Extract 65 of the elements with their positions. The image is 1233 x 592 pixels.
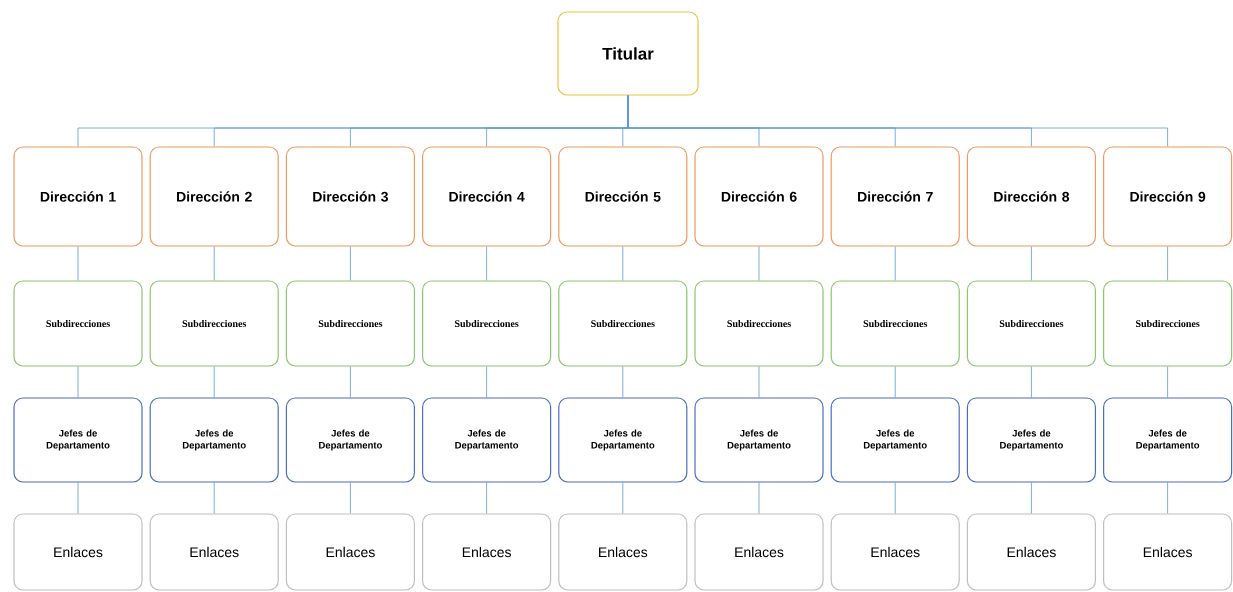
- connector-line: [622, 246, 624, 281]
- direction-box: Dirección 1: [13, 146, 143, 247]
- connector-line: [758, 482, 760, 514]
- connector-line: [894, 246, 896, 281]
- connector-line: [622, 366, 624, 398]
- department-box: Jefes de Departamento: [285, 397, 415, 483]
- connector-line: [213, 366, 215, 398]
- department-box: Jefes de Departamento: [966, 397, 1096, 483]
- department-box: Jefes de Departamento: [558, 397, 688, 483]
- department-box: Jefes de Departamento: [149, 397, 279, 483]
- direction-box: Dirección 2: [149, 146, 279, 247]
- link-box: Enlaces: [1103, 513, 1233, 591]
- department-box: Jefes de Departamento: [422, 397, 552, 483]
- connector-line: [77, 482, 79, 514]
- connector-line: [1167, 246, 1168, 281]
- connector-line: [77, 246, 79, 281]
- connector-line: [350, 366, 351, 398]
- link-box: Enlaces: [285, 513, 415, 591]
- connector-line: [350, 482, 351, 514]
- connector-line: [758, 366, 760, 398]
- connector-line: [1031, 482, 1032, 514]
- subdirection-box: Subdirecciones: [966, 280, 1096, 367]
- direction-box: Dirección 4: [422, 146, 552, 247]
- connector-line: [758, 246, 760, 281]
- connector-line: [486, 366, 487, 398]
- department-box: Jefes de Departamento: [13, 397, 143, 483]
- subdirection-box: Subdirecciones: [1103, 280, 1233, 367]
- connector-line: [1167, 482, 1168, 514]
- direction-box: Dirección 5: [558, 146, 688, 247]
- connector-line: [486, 246, 487, 281]
- connector-line: [1031, 246, 1032, 281]
- link-box: Enlaces: [422, 513, 552, 591]
- department-box: Jefes de Departamento: [830, 397, 960, 483]
- direction-box: Dirección 7: [830, 146, 960, 247]
- link-box: Enlaces: [966, 513, 1096, 591]
- subdirection-box: Subdirecciones: [13, 280, 143, 367]
- subdirection-box: Subdirecciones: [285, 280, 415, 367]
- connector-line: [486, 482, 487, 514]
- link-box: Enlaces: [558, 513, 688, 591]
- direction-box: Dirección 3: [285, 146, 415, 247]
- direction-box: Dirección 6: [694, 146, 824, 247]
- connector-line: [350, 246, 351, 281]
- direction-box: Dirección 8: [966, 146, 1096, 247]
- department-box: Jefes de Departamento: [694, 397, 824, 483]
- connector-line: [77, 366, 79, 398]
- subdirection-box: Subdirecciones: [694, 280, 824, 367]
- subdirection-box: Subdirecciones: [422, 280, 552, 367]
- link-box: Enlaces: [830, 513, 960, 591]
- link-box: Enlaces: [694, 513, 824, 591]
- link-box: Enlaces: [13, 513, 143, 591]
- connector-line: [894, 482, 896, 514]
- connector-line: [1031, 366, 1032, 398]
- connector-line: [213, 482, 215, 514]
- subdirection-box: Subdirecciones: [830, 280, 960, 367]
- direction-box: Dirección 9: [1103, 146, 1233, 247]
- department-box: Jefes de Departamento: [1103, 397, 1233, 483]
- subdirection-box: Subdirecciones: [149, 280, 279, 367]
- connector-line: [627, 95, 1168, 147]
- connector-line: [1167, 366, 1168, 398]
- head-box: Titular: [557, 11, 699, 96]
- connector-line: [622, 482, 624, 514]
- link-box: Enlaces: [149, 513, 279, 591]
- connector-line: [894, 366, 896, 398]
- subdirection-box: Subdirecciones: [558, 280, 688, 367]
- connector-line: [213, 246, 215, 281]
